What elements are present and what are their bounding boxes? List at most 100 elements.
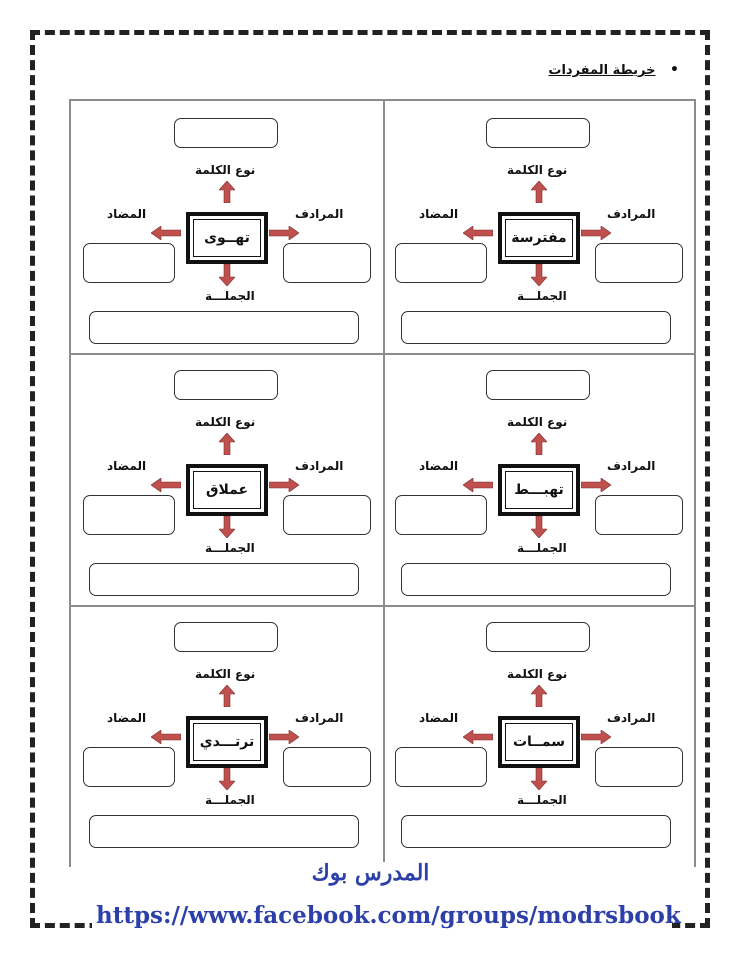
- sentence-answer-box[interactable]: [401, 815, 671, 848]
- grid-vertical-divider: [383, 101, 385, 869]
- synonym-label: المرادف: [607, 207, 656, 221]
- word-type-label: نوع الكلمة: [195, 163, 256, 177]
- down-arrow-icon: [218, 263, 236, 290]
- bullet: •: [670, 62, 679, 78]
- target-word-box: سمــات: [498, 716, 580, 768]
- vocabulary-grid: [69, 99, 696, 869]
- down-arrow-icon: [530, 263, 548, 290]
- synonym-label: المرادف: [607, 711, 656, 725]
- vocabulary-card: نوع الكلمة المرادف المضاد سمــات الجملــ…: [383, 605, 693, 857]
- target-word-box: تهــوى: [186, 212, 268, 264]
- antonym-answer-box[interactable]: [83, 747, 175, 787]
- target-word-box: مفترسة: [498, 212, 580, 264]
- footer-url-backdrop: [92, 897, 672, 933]
- footer-url-link[interactable]: https://www.facebook.com/groups/modrsboo…: [96, 902, 681, 929]
- antonym-answer-box[interactable]: [395, 495, 487, 535]
- footer-brand-backdrop: [310, 862, 440, 892]
- word-type-label: نوع الكلمة: [507, 667, 568, 681]
- synonym-answer-box[interactable]: [595, 495, 683, 535]
- antonym-answer-box[interactable]: [83, 243, 175, 283]
- sentence-answer-box[interactable]: [89, 815, 359, 848]
- synonym-answer-box[interactable]: [283, 243, 371, 283]
- vocabulary-card: نوع الكلمة المرادف المضاد ترتـــدي الجمل…: [71, 605, 381, 857]
- target-word: تهبـــط: [505, 471, 573, 509]
- antonym-label: المضاد: [107, 711, 147, 725]
- target-word-box: عملاق: [186, 464, 268, 516]
- sentence-label: الجملـــة: [205, 793, 255, 807]
- down-arrow-icon: [218, 515, 236, 542]
- word-type-label: نوع الكلمة: [507, 163, 568, 177]
- synonym-answer-box[interactable]: [283, 747, 371, 787]
- word-type-label: نوع الكلمة: [195, 415, 256, 429]
- sentence-answer-box[interactable]: [401, 311, 671, 344]
- word-type-label: نوع الكلمة: [195, 667, 256, 681]
- word-type-answer-box[interactable]: [486, 118, 590, 148]
- right-arrow-icon: [268, 729, 300, 748]
- target-word: عملاق: [193, 471, 261, 509]
- synonym-label: المرادف: [295, 207, 344, 221]
- word-type-answer-box[interactable]: [174, 118, 278, 148]
- left-arrow-icon: [150, 225, 182, 244]
- word-type-answer-box[interactable]: [174, 370, 278, 400]
- antonym-label: المضاد: [107, 207, 147, 221]
- word-type-label: نوع الكلمة: [507, 415, 568, 429]
- antonym-label: المضاد: [419, 207, 459, 221]
- left-arrow-icon: [462, 225, 494, 244]
- sentence-label: الجملـــة: [517, 289, 567, 303]
- word-type-answer-box[interactable]: [486, 370, 590, 400]
- vocabulary-card: نوع الكلمة المرادف المضاد تهــوى الجملــ…: [71, 101, 381, 353]
- right-arrow-icon: [268, 225, 300, 244]
- synonym-answer-box[interactable]: [595, 243, 683, 283]
- antonym-label: المضاد: [419, 459, 459, 473]
- up-arrow-icon: [530, 432, 548, 459]
- sentence-answer-box[interactable]: [89, 563, 359, 596]
- right-arrow-icon: [580, 729, 612, 748]
- antonym-label: المضاد: [419, 711, 459, 725]
- word-type-answer-box[interactable]: [486, 622, 590, 652]
- sentence-label: الجملـــة: [205, 289, 255, 303]
- antonym-answer-box[interactable]: [395, 747, 487, 787]
- down-arrow-icon: [530, 515, 548, 542]
- target-word: سمــات: [505, 723, 573, 761]
- synonym-label: المرادف: [295, 459, 344, 473]
- synonym-label: المرادف: [295, 711, 344, 725]
- up-arrow-icon: [218, 432, 236, 459]
- sentence-label: الجملـــة: [517, 541, 567, 555]
- target-word: تهــوى: [193, 219, 261, 257]
- synonym-label: المرادف: [607, 459, 656, 473]
- page-title: خريطة المفردات: [548, 63, 656, 78]
- target-word-box: تهبـــط: [498, 464, 580, 516]
- left-arrow-icon: [150, 477, 182, 496]
- left-arrow-icon: [150, 729, 182, 748]
- right-arrow-icon: [580, 225, 612, 244]
- up-arrow-icon: [218, 180, 236, 207]
- sentence-label: الجملـــة: [517, 793, 567, 807]
- left-arrow-icon: [462, 729, 494, 748]
- up-arrow-icon: [218, 684, 236, 711]
- vocabulary-card: نوع الكلمة المرادف المضاد مفترسة الجملــ…: [383, 101, 693, 353]
- antonym-answer-box[interactable]: [83, 495, 175, 535]
- grid-horizontal-divider: [71, 605, 696, 607]
- sentence-answer-box[interactable]: [401, 563, 671, 596]
- left-arrow-icon: [462, 477, 494, 496]
- antonym-answer-box[interactable]: [395, 243, 487, 283]
- up-arrow-icon: [530, 180, 548, 207]
- grid-horizontal-divider: [71, 353, 696, 355]
- down-arrow-icon: [530, 767, 548, 794]
- synonym-answer-box[interactable]: [595, 747, 683, 787]
- sentence-label: الجملـــة: [205, 541, 255, 555]
- target-word: ترتـــدي: [193, 723, 261, 761]
- word-type-answer-box[interactable]: [174, 622, 278, 652]
- target-word-box: ترتـــدي: [186, 716, 268, 768]
- synonym-answer-box[interactable]: [283, 495, 371, 535]
- target-word: مفترسة: [505, 219, 573, 257]
- down-arrow-icon: [218, 767, 236, 794]
- footer-brand: المدرس بوك: [311, 860, 430, 886]
- up-arrow-icon: [530, 684, 548, 711]
- antonym-label: المضاد: [107, 459, 147, 473]
- vocabulary-card: نوع الكلمة المرادف المضاد تهبـــط الجملـ…: [383, 353, 693, 605]
- vocabulary-card: نوع الكلمة المرادف المضاد عملاق الجملـــ…: [71, 353, 381, 605]
- right-arrow-icon: [268, 477, 300, 496]
- page-heading: • خريطة المفردات: [548, 62, 679, 78]
- sentence-answer-box[interactable]: [89, 311, 359, 344]
